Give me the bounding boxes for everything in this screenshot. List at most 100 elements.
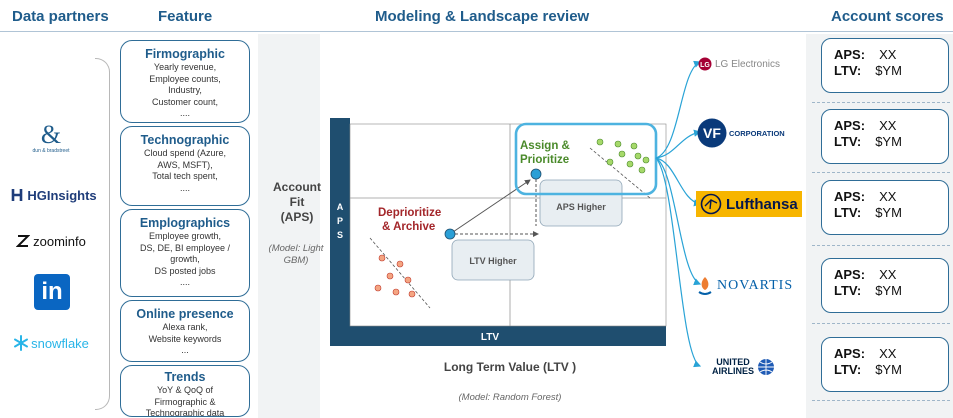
partner-dnb: & dun & bradstreet xyxy=(22,117,80,157)
lufthansa-crane-icon xyxy=(700,193,722,215)
y-axis-letter-a: A xyxy=(337,202,344,212)
y-axis-title: Account Fit (APS) xyxy=(273,180,321,224)
company-novartis-label: NOVARTIS xyxy=(717,278,794,293)
green-dot xyxy=(614,140,622,148)
partner-hg-label: HGInsights xyxy=(27,187,97,203)
feature-desc-line: DS posted jobs xyxy=(154,265,216,276)
aps-value: XX xyxy=(879,118,897,133)
score-card-4: APS:XX LTV:$YM xyxy=(821,258,949,313)
lg-logo-icon: LG xyxy=(698,57,712,71)
feature-desc-line: Firmographic & xyxy=(154,396,216,407)
x-axis-letters: LTV xyxy=(481,332,499,343)
aps-value: XX xyxy=(879,267,897,282)
company-vf-label: CORPORATION xyxy=(729,128,785,138)
hg-insights-icon xyxy=(12,189,23,201)
header-divider xyxy=(0,31,953,32)
feature-desc-line: Website keywords xyxy=(148,333,222,344)
partner-snowflake-label: snowflake xyxy=(31,335,89,351)
green-dot xyxy=(634,152,642,160)
deprioritize-label-line2: & Archive xyxy=(382,221,435,233)
vf-logo-icon: VF xyxy=(697,118,727,148)
ltv-label: LTV: xyxy=(834,205,862,220)
connector-vf xyxy=(655,129,702,159)
start-point xyxy=(444,228,456,240)
assign-label-line1: Assign & xyxy=(520,140,570,152)
feature-desc-line: Yearly revenue, xyxy=(153,62,217,72)
company-lufthansa-label: Lufthansa xyxy=(726,195,798,213)
connector-fan xyxy=(655,60,702,368)
partner-zoominfo-label: zoominfo xyxy=(33,233,86,249)
feature-desc-line: Employee counts, xyxy=(149,73,221,84)
ltv-label: LTV: xyxy=(834,63,862,78)
red-dot xyxy=(404,276,412,284)
feature-firmographic: Firmographic Yearly revenue, Employee co… xyxy=(120,40,250,123)
feature-desc-line: Industry, xyxy=(168,85,202,95)
assign-label-line2: Prioritize xyxy=(520,154,569,166)
x-model-note: (Model: Random Forest) xyxy=(458,392,562,403)
green-dot xyxy=(642,156,650,164)
feature-technographic: Technographic Cloud spend (Azure, AWS, M… xyxy=(120,126,250,206)
dnb-ampersand-icon: & xyxy=(41,120,61,148)
header-feature: Feature xyxy=(158,8,213,25)
connector-novartis xyxy=(655,157,702,286)
feature-desc-line: .... xyxy=(179,108,190,118)
red-dot xyxy=(392,288,400,296)
feature-title: Emplographics xyxy=(139,216,231,230)
score-separator xyxy=(812,245,950,246)
zoominfo-icon xyxy=(16,235,31,247)
company-lufthansa: Lufthansa xyxy=(696,191,802,217)
connector-lg xyxy=(655,60,702,159)
score-card-1: APS:XX LTV:$YM xyxy=(821,38,949,93)
ltv-label: LTV: xyxy=(834,362,862,377)
svg-text:LG: LG xyxy=(700,62,710,69)
svg-text:&: & xyxy=(41,120,61,148)
ltv-label: LTV: xyxy=(834,134,862,149)
ltv-value: $YM xyxy=(875,205,902,220)
aps-value: XX xyxy=(879,47,897,62)
score-card-5: APS:XX LTV:$YM xyxy=(821,337,949,392)
novartis-flame-icon xyxy=(698,277,712,295)
feature-desc-line: .... xyxy=(179,182,190,193)
y-model-note: (Model: Light GBM) xyxy=(268,243,324,266)
feature-desc-line: Total tech spent, xyxy=(152,171,218,181)
connector-lufthansa xyxy=(655,157,702,207)
united-globe-icon xyxy=(758,359,775,375)
header-data-partners: Data partners xyxy=(12,8,109,25)
ltv-value: $YM xyxy=(875,283,902,298)
ltv-value: $YM xyxy=(875,362,902,377)
y-axis-letter-p: P xyxy=(337,216,343,226)
red-dot xyxy=(386,272,394,280)
ltv-label: LTV: xyxy=(834,283,862,298)
deprioritize-label-line1: Deprioritize xyxy=(378,207,441,219)
company-novartis: NOVARTIS xyxy=(698,274,793,298)
red-dot xyxy=(378,254,386,262)
feature-desc-line: Cloud spend (Azure, xyxy=(143,148,227,158)
top-right-diagonal xyxy=(589,147,651,199)
green-dot xyxy=(606,158,614,166)
red-dot xyxy=(374,284,382,292)
red-dots xyxy=(374,254,416,298)
green-dots xyxy=(596,138,650,174)
partner-snowflake: snowflake xyxy=(8,332,94,354)
red-dot xyxy=(396,260,404,268)
score-card-2: APS:XX LTV:$YM xyxy=(821,109,949,164)
aps-higher-label: APS Higher xyxy=(556,202,606,212)
x-axis-bar xyxy=(330,326,666,346)
feature-desc-line: AWS, MSFT), xyxy=(157,159,213,170)
score-separator xyxy=(812,400,950,401)
red-dot xyxy=(408,290,416,298)
ltv-value: $YM xyxy=(875,134,902,149)
feature-title: Trends xyxy=(164,370,206,384)
feature-online-presence: Online presence Alexa rank, Website keyw… xyxy=(120,300,250,362)
header-account-scores: Account scores xyxy=(831,8,944,25)
feature-desc-line: Technographic data xyxy=(145,408,225,417)
company-lg: LG LG Electronics xyxy=(698,54,780,74)
score-separator xyxy=(812,172,950,173)
aps-label: APS: xyxy=(834,47,866,62)
feature-desc-line: growth, xyxy=(170,254,200,264)
green-dot xyxy=(638,166,646,174)
feature-emplographics: Emplographics Employee growth, DS, DE, B… xyxy=(120,209,250,297)
ltv-higher-box xyxy=(451,239,535,281)
header-modeling: Modeling & Landscape review xyxy=(375,8,590,25)
feature-title: Technographic xyxy=(140,133,230,147)
